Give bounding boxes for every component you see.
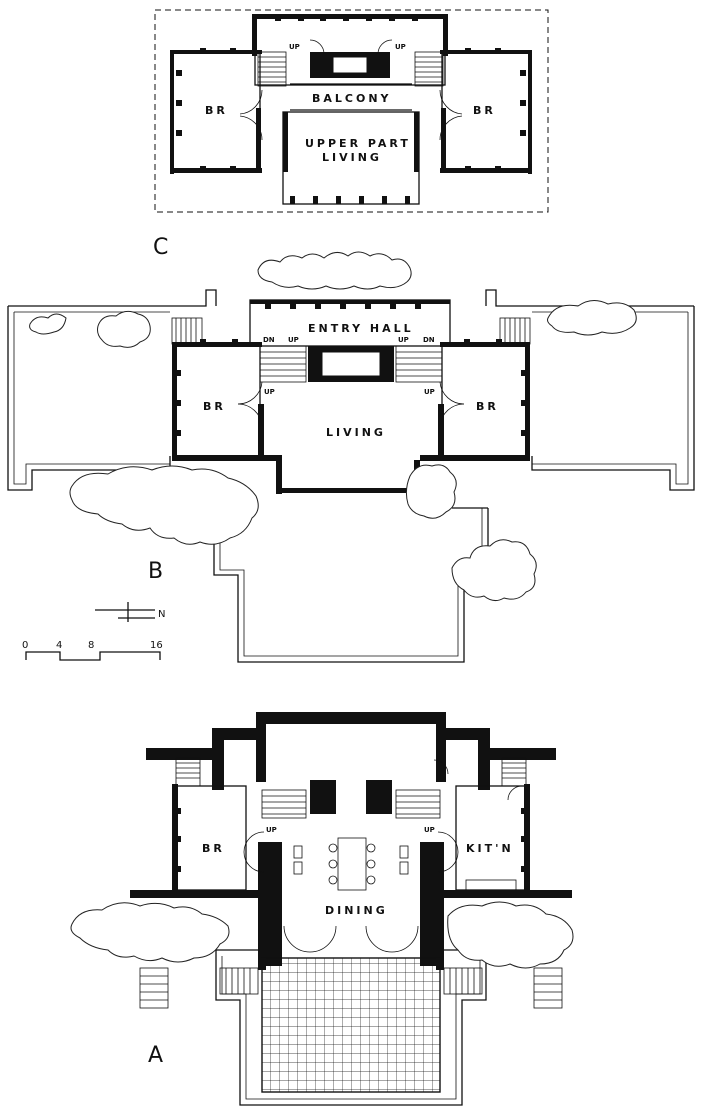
north-arrow: N	[95, 602, 165, 622]
plan-a-letter: A	[148, 1043, 163, 1068]
plan-a-label-br: BR	[202, 842, 225, 855]
north-arrow-label: N	[158, 609, 165, 620]
plan-a-lower-level: BR KIT'N DINING UP UP A	[70, 712, 574, 1106]
plan-b-letter: B	[148, 559, 163, 584]
plan-c-label-balcony: BALCONY	[312, 92, 392, 105]
plan-b-label-living: LIVING	[326, 426, 386, 439]
plan-a-label-up-left: UP	[266, 826, 277, 834]
plan-c-dashed-boundary	[154, 9, 549, 213]
scale-tick-16: 16	[150, 640, 163, 651]
plan-c-upper-level: BR BR BALCONY UPPER PART LIVING UP UP C	[153, 9, 549, 260]
scale-tick-4: 4	[56, 640, 62, 651]
plan-b-label-entry-hall: ENTRY HALL	[308, 322, 414, 335]
plan-c-letter: C	[153, 235, 168, 260]
foliage	[29, 251, 637, 602]
plan-b-label-up-lower-left: UP	[264, 388, 275, 396]
plan-c-label-up-right: UP	[395, 43, 406, 51]
plan-b-label-up-left: UP	[288, 336, 299, 344]
scale-bar: 0 4 8 16	[22, 640, 163, 661]
scale-tick-8: 8	[88, 640, 94, 651]
plan-b-label-dn-left: DN	[263, 336, 275, 344]
scale-tick-0: 0	[22, 640, 28, 651]
plan-b-label-br-right: BR	[476, 400, 499, 413]
plan-a-label-kitchen: KIT'N	[466, 842, 514, 855]
plan-c-label-br-right: BR	[473, 104, 496, 117]
plan-c-label-br-left: BR	[205, 104, 228, 117]
plan-b-label-dn-right: DN	[423, 336, 435, 344]
plan-c-label-living: LIVING	[322, 151, 382, 164]
plan-a-paved-terrace	[261, 957, 441, 1093]
plan-b-label-up-right: UP	[398, 336, 409, 344]
plan-a-label-up-right: UP	[424, 826, 435, 834]
plan-b-label-up-lower-right: UP	[424, 388, 435, 396]
plan-a-label-dining: DINING	[325, 904, 388, 917]
plan-c-label-upper-part: UPPER PART	[305, 137, 411, 150]
plan-b-label-br-left: BR	[203, 400, 226, 413]
plan-b-main-level: ENTRY HALL BR BR LIVING DN UP UP DN UP U…	[7, 289, 695, 663]
plan-c-label-up-left: UP	[289, 43, 300, 51]
